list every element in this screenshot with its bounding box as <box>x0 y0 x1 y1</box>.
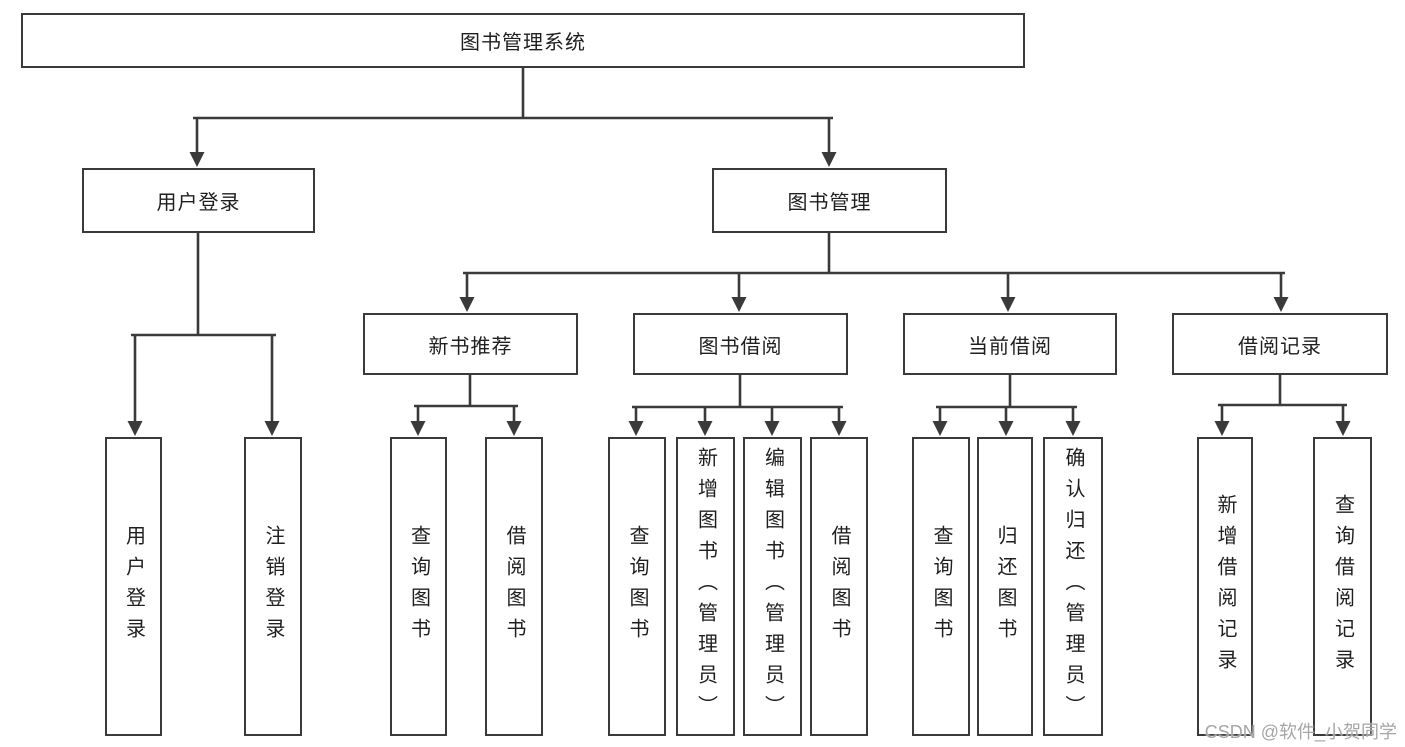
leaf-query-books-current: 查询图书 <box>912 437 970 736</box>
node-borrowing-records: 借阅记录 <box>1172 313 1388 375</box>
leaf-label: 注销登录 <box>262 524 284 649</box>
node-label: 图书借阅 <box>698 335 783 358</box>
csdn-watermark: CSDN @软件_小贺同学 <box>1204 722 1397 742</box>
node-user-login: 用户登录 <box>82 168 315 233</box>
leaf-label: 借阅图书 <box>828 524 850 649</box>
leaf-add-books-admin: 新增图书（管理员） <box>676 437 735 736</box>
node-label: 新书推荐 <box>428 335 513 358</box>
leaf-return-books: 归还图书 <box>977 437 1033 736</box>
leaf-label: 新增图书（管理员） <box>694 447 717 726</box>
leaf-user-login: 用户登录 <box>105 437 162 736</box>
node-label: 借阅记录 <box>1238 335 1322 358</box>
leaf-borrow-books: 借阅图书 <box>810 437 868 736</box>
leaf-logout: 注销登录 <box>244 437 302 736</box>
leaf-query-books-borrowing: 查询图书 <box>608 437 666 736</box>
node-book-management: 图书管理 <box>712 168 947 233</box>
leaf-label: 查询图书 <box>626 524 648 649</box>
leaf-label: 编辑图书（管理员） <box>761 447 784 726</box>
leaf-label: 确认归还（管理员） <box>1062 447 1084 726</box>
leaf-label: 查询图书 <box>407 524 430 649</box>
node-current-borrowing: 当前借阅 <box>903 313 1117 375</box>
leaf-edit-books-admin: 编辑图书（管理员） <box>743 437 802 736</box>
leaf-borrow-books-recommend: 借阅图书 <box>485 437 543 736</box>
leaf-label: 查询图书 <box>930 524 952 649</box>
node-library-management-system: 图书管理系统 <box>21 13 1025 68</box>
node-label: 用户登录 <box>156 192 241 214</box>
leaf-query-borrow-record: 查询借阅记录 <box>1313 437 1372 736</box>
node-label: 当前借阅 <box>968 335 1052 358</box>
leaf-label: 借阅图书 <box>503 524 525 649</box>
node-book-borrowing: 图书借阅 <box>633 313 848 375</box>
leaf-label: 查询借阅记录 <box>1331 493 1354 680</box>
leaf-confirm-return-admin: 确认归还（管理员） <box>1043 437 1103 736</box>
node-label: 图书管理系统 <box>460 32 586 54</box>
leaf-label: 新增借阅记录 <box>1214 493 1236 680</box>
leaf-label: 归还图书 <box>994 524 1016 649</box>
leaf-add-borrow-record: 新增借阅记录 <box>1197 437 1253 736</box>
node-new-book-recommend: 新书推荐 <box>363 313 578 375</box>
leaf-query-books-recommend: 查询图书 <box>390 437 447 736</box>
leaf-label: 用户登录 <box>122 524 145 649</box>
node-label: 图书管理 <box>787 192 872 214</box>
